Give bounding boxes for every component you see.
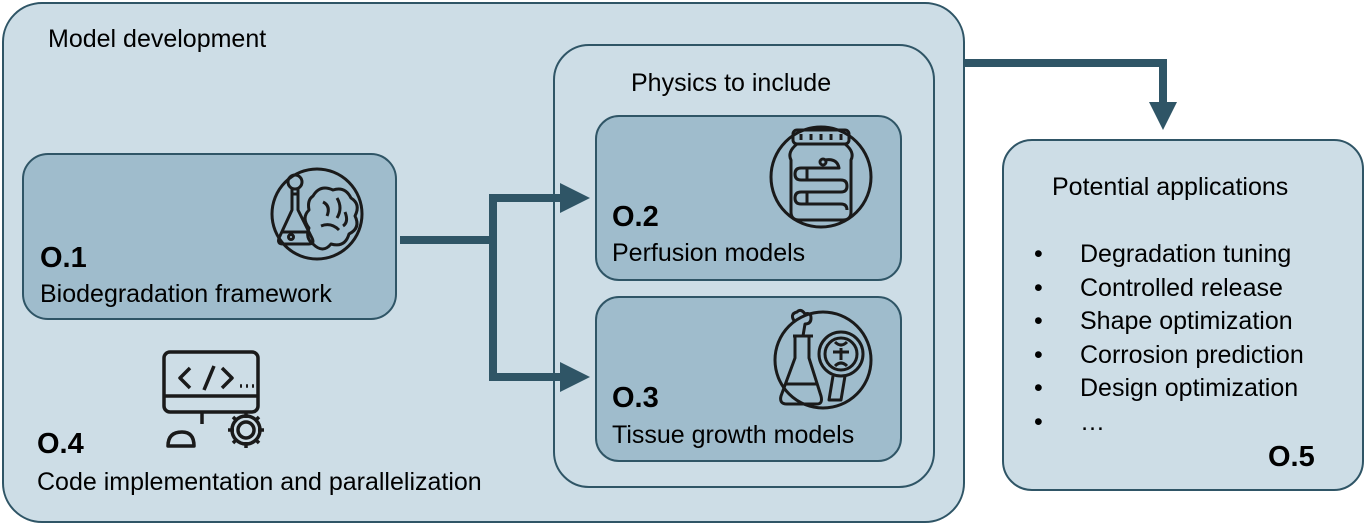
o4-id: O.4 — [37, 428, 84, 460]
arrow-head-apps — [1149, 102, 1177, 130]
o3-box — [595, 296, 902, 462]
list-item: Shape optimization — [1034, 305, 1304, 339]
jar-tube-icon — [769, 125, 873, 229]
o3-id: O.3 — [612, 382, 659, 414]
physics-title: Physics to include — [631, 69, 832, 97]
arrow-head-o2 — [560, 183, 590, 213]
bone-magnifier-icon — [773, 308, 873, 410]
list-item: Design optimization — [1034, 372, 1304, 406]
list-item: Controlled release — [1034, 272, 1304, 306]
list-item: Corrosion prediction — [1034, 339, 1304, 373]
o1-label: Biodegradation framework — [40, 280, 332, 308]
o1-box — [22, 153, 397, 320]
o2-label: Perfusion models — [612, 239, 806, 267]
code-monitor-gear-icon — [162, 350, 264, 448]
branch-arrow-line — [400, 194, 562, 244]
model-development-title: Model development — [48, 25, 267, 53]
output-arrow-line — [965, 59, 1167, 104]
flask-brain-icon — [270, 167, 364, 261]
applications-list: Degradation tuning Controlled release Sh… — [1034, 238, 1304, 439]
o3-label: Tissue growth models — [612, 421, 855, 449]
o2-id: O.2 — [612, 201, 659, 233]
list-item: … — [1034, 406, 1304, 440]
o1-id: O.1 — [40, 242, 87, 274]
applications-title: Potential applications — [1052, 173, 1289, 201]
branch-arrow-line — [489, 240, 562, 381]
o5-id: O.5 — [1268, 441, 1315, 473]
o4-label: Code implementation and parallelization — [37, 468, 482, 496]
arrow-head-o3 — [560, 362, 590, 392]
list-item: Degradation tuning — [1034, 238, 1304, 272]
